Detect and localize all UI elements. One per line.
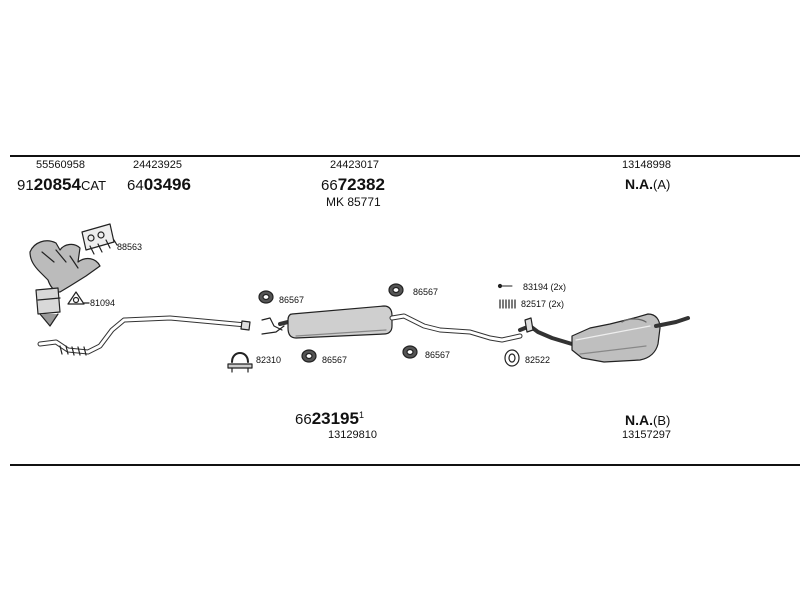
part3-kit-number: MK 85771	[326, 195, 381, 209]
manifold-catalyst-icon	[29, 240, 101, 327]
rubber-hanger-icon-b	[301, 349, 317, 363]
callout-hanger-c: 86567	[413, 287, 439, 297]
clip-icon	[497, 283, 513, 289]
top-divider	[10, 155, 800, 157]
part3-number: 6672382	[321, 175, 385, 194]
cat-gasket-icon	[67, 291, 90, 305]
bottom-divider	[10, 464, 800, 466]
centre-silencer-icon	[261, 305, 523, 343]
sealing-ring-icon	[504, 349, 520, 367]
part5-oe-number: 13129810	[328, 429, 377, 441]
bolt-icon	[499, 299, 516, 309]
manifold-gasket-icon	[81, 223, 118, 255]
part1-number: 9120854CAT	[17, 175, 107, 194]
callout-hanger-a: 86567	[279, 295, 305, 305]
callout-cat-gasket: 81094	[90, 298, 116, 308]
callout-hanger-d: 86567	[425, 350, 451, 360]
part6-number: N.A.(B)	[625, 412, 671, 428]
part4-number: N.A.(A)	[625, 176, 671, 192]
rubber-hanger-icon-d	[402, 345, 418, 359]
part4-oe-number: 13148998	[622, 159, 671, 171]
part3-oe-number: 24423017	[330, 159, 379, 171]
callout-bolt: 82517 (2x)	[521, 299, 565, 309]
pipe-clamp-icon	[227, 352, 253, 373]
callout-hanger-b: 86567	[322, 355, 348, 365]
part5-number: 66231951	[295, 409, 364, 428]
part2-number: 6403496	[127, 175, 191, 194]
rubber-hanger-icon-a	[258, 290, 274, 304]
part6-oe-number: 13157297	[622, 429, 671, 441]
callout-clamp: 82310	[256, 355, 282, 365]
callout-gasket: 88563	[117, 242, 143, 252]
rear-silencer-icon	[518, 313, 690, 363]
callout-ring: 82522	[525, 355, 551, 365]
callout-clip: 83194 (2x)	[523, 282, 567, 292]
rubber-hanger-icon-c	[388, 283, 404, 297]
part1-oe-number: 55560958	[36, 159, 85, 171]
part2-oe-number: 24423925	[133, 159, 182, 171]
front-pipe-icon	[37, 315, 251, 356]
